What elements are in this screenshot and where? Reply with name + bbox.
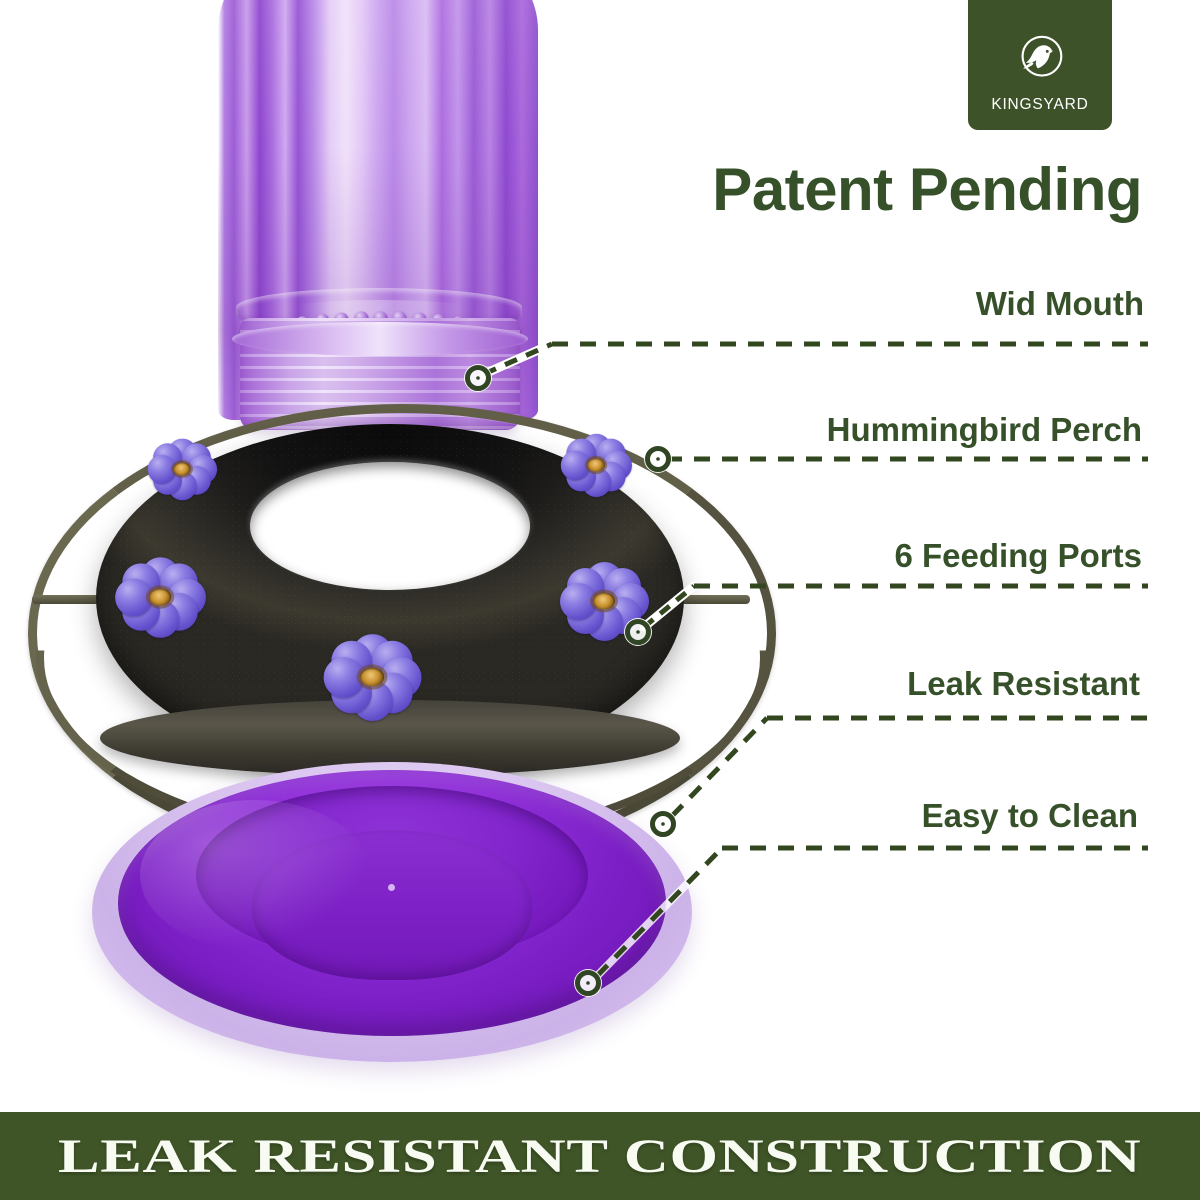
bird-in-circle-icon (1021, 35, 1063, 77)
flower-petal (147, 454, 177, 484)
flower-port-center (359, 667, 385, 687)
flower-port-center (148, 588, 172, 606)
callout-text: Wid Mouth (975, 285, 1144, 322)
flower-petal (323, 656, 364, 698)
feeding-port-flower (319, 632, 425, 722)
flower-port-center (173, 462, 191, 476)
callout-label-feeding-ports: 6 Feeding Ports (894, 537, 1144, 574)
flower-petal (114, 578, 153, 616)
base-center-opening (250, 462, 530, 590)
feeding-port-flower (556, 560, 652, 642)
callout-label-hummingbird-perch: Hummingbird Perch (826, 411, 1144, 448)
feeding-port-flower (111, 555, 209, 639)
reservoir-center-dot (388, 884, 395, 891)
banner-text: LEAK RESISTANT CONSTRUCTION (58, 1129, 1142, 1183)
brand-logo-badge: KINGSYARD (968, 0, 1112, 130)
reservoir-highlight (140, 800, 370, 950)
flower-port-center (587, 458, 605, 472)
callout-label-easy-to-clean: Easy to Clean (921, 797, 1140, 834)
callout-text: Easy to Clean (921, 797, 1138, 834)
feeding-port-flower (145, 437, 220, 501)
bottom-banner: LEAK RESISTANT CONSTRUCTION (0, 1112, 1200, 1200)
flower-petal (354, 461, 374, 481)
page-title: Patent Pending (712, 156, 1142, 223)
callout-text: 6 Feeding Ports (894, 537, 1142, 574)
feeding-port-flower (558, 432, 635, 498)
brand-name: KINGSYARD (991, 95, 1089, 113)
flower-petal (559, 582, 597, 620)
callout-label-leak-resistant: Leak Resistant (907, 665, 1142, 702)
product-image (28, 0, 776, 1062)
callout-text: Hummingbird Perch (826, 411, 1142, 448)
callout-text: Leak Resistant (907, 665, 1140, 702)
flower-port-center (593, 592, 615, 610)
callout-label-wide-mouth: Wid Mouth (975, 285, 1146, 322)
reservoir-center-post (252, 830, 532, 980)
bottle-neck-lip (232, 322, 528, 356)
flower-petal (560, 450, 590, 480)
flower-port-center (372, 466, 384, 475)
